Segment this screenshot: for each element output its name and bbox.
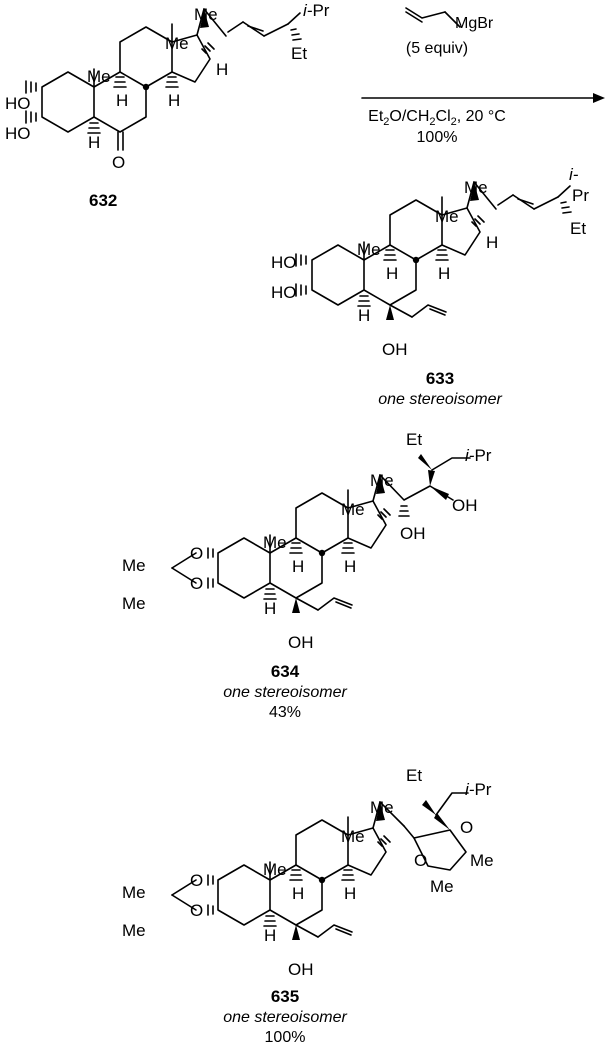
- isopropyl-label: i-: [569, 165, 579, 184]
- hydrogen-label: H: [88, 133, 100, 152]
- isopropyl-label: i-Pr: [465, 780, 492, 799]
- hydroxyl-label: OH: [382, 340, 408, 359]
- compound-632-label: 632: [89, 191, 117, 210]
- isopropyl-label: i-Pr: [303, 1, 330, 20]
- oxygen-label: O: [190, 871, 203, 890]
- hydroxyl-label: HO: [271, 283, 297, 302]
- compound-633-note: one stereoisomer: [378, 391, 502, 408]
- compound-634-structure: Me Me Me Et i-Pr OH OH H H H OH O O Me M…: [122, 430, 492, 721]
- compound-633-structure: Me Me Me i- Pr Et H H H H OH HO HO 633 o…: [271, 165, 589, 408]
- methyl-label: Me: [87, 67, 111, 86]
- ketone-oxygen-label: O: [112, 153, 125, 172]
- hydrogen-label: H: [386, 264, 398, 283]
- isopropyl-label: i-Pr: [465, 446, 492, 465]
- ethyl-label: Et: [406, 430, 422, 449]
- hydrogen-label: H: [216, 60, 228, 79]
- methyl-label: Me: [122, 556, 146, 575]
- hydrogen-label: H: [264, 926, 276, 945]
- methyl-label: Me: [370, 798, 394, 817]
- oxygen-label: O: [190, 574, 203, 593]
- compound-633-label: 633: [426, 369, 454, 388]
- hydrogen-label: H: [344, 884, 356, 903]
- ethyl-label: Et: [570, 219, 586, 238]
- hydrogen-label: H: [264, 599, 276, 618]
- methyl-label: Me: [165, 34, 189, 53]
- hydroxyl-label: HO: [5, 94, 31, 113]
- ethyl-label: Et: [406, 766, 422, 785]
- hydroxyl-label: OH: [452, 496, 478, 515]
- oxygen-label: O: [190, 901, 203, 920]
- methyl-label: Me: [341, 500, 365, 519]
- methyl-label: Me: [370, 471, 394, 490]
- ethyl-label: Et: [291, 44, 307, 63]
- methyl-label: Me: [341, 827, 365, 846]
- hydrogen-label: H: [168, 91, 180, 110]
- conditions-label: Et2O/CH2Cl2, 20 °C: [368, 108, 506, 128]
- hydrogen-label: H: [116, 91, 128, 110]
- compound-635-note: one stereoisomer: [223, 1009, 347, 1026]
- compound-634-yield: 43%: [269, 704, 301, 721]
- methyl-label: Me: [122, 883, 146, 902]
- hydrogen-label: H: [292, 557, 304, 576]
- methyl-label: Me: [194, 5, 218, 24]
- compound-632-structure: Me Me Me i-Pr Et H H H H O HO HO 632: [5, 1, 330, 210]
- equivalents-label: (5 equiv): [406, 40, 468, 57]
- hydrogen-label: H: [344, 557, 356, 576]
- methyl-label: Me: [122, 594, 146, 613]
- methyl-label: Me: [464, 178, 488, 197]
- compound-634-label: 634: [271, 662, 300, 681]
- compound-635-label: 635: [271, 987, 299, 1006]
- methyl-label: Me: [122, 921, 146, 940]
- methyl-label: Me: [430, 877, 454, 896]
- hydroxyl-label: OH: [288, 633, 314, 652]
- compound-635-structure: Me Me Me Et i-Pr O O Me Me H H H OH O O …: [122, 766, 494, 1046]
- oxygen-label: O: [414, 851, 427, 870]
- hydroxyl-label: OH: [400, 524, 426, 543]
- hydroxyl-label: HO: [271, 253, 297, 272]
- hydrogen-label: H: [438, 264, 450, 283]
- methyl-label: Me: [263, 860, 287, 879]
- oxygen-label: O: [190, 544, 203, 563]
- isopropyl-label: Pr: [572, 186, 589, 205]
- hydrogen-label: H: [358, 306, 370, 325]
- hydroxyl-label: HO: [5, 124, 31, 143]
- yield-label: 100%: [417, 129, 458, 146]
- methyl-label: Me: [470, 851, 494, 870]
- hydroxyl-label: OH: [288, 960, 314, 979]
- methyl-label: Me: [357, 240, 381, 259]
- oxygen-label: O: [460, 818, 473, 837]
- hydrogen-label: H: [292, 884, 304, 903]
- grignard-label: MgBr: [455, 15, 494, 32]
- methyl-label: Me: [435, 207, 459, 226]
- compound-635-yield: 100%: [265, 1029, 306, 1046]
- reaction-arrow: MgBr (5 equiv) Et2O/CH2Cl2, 20 °C 100%: [361, 7, 605, 146]
- hydrogen-label: H: [486, 233, 498, 252]
- methyl-label: Me: [263, 533, 287, 552]
- compound-634-note: one stereoisomer: [223, 684, 347, 701]
